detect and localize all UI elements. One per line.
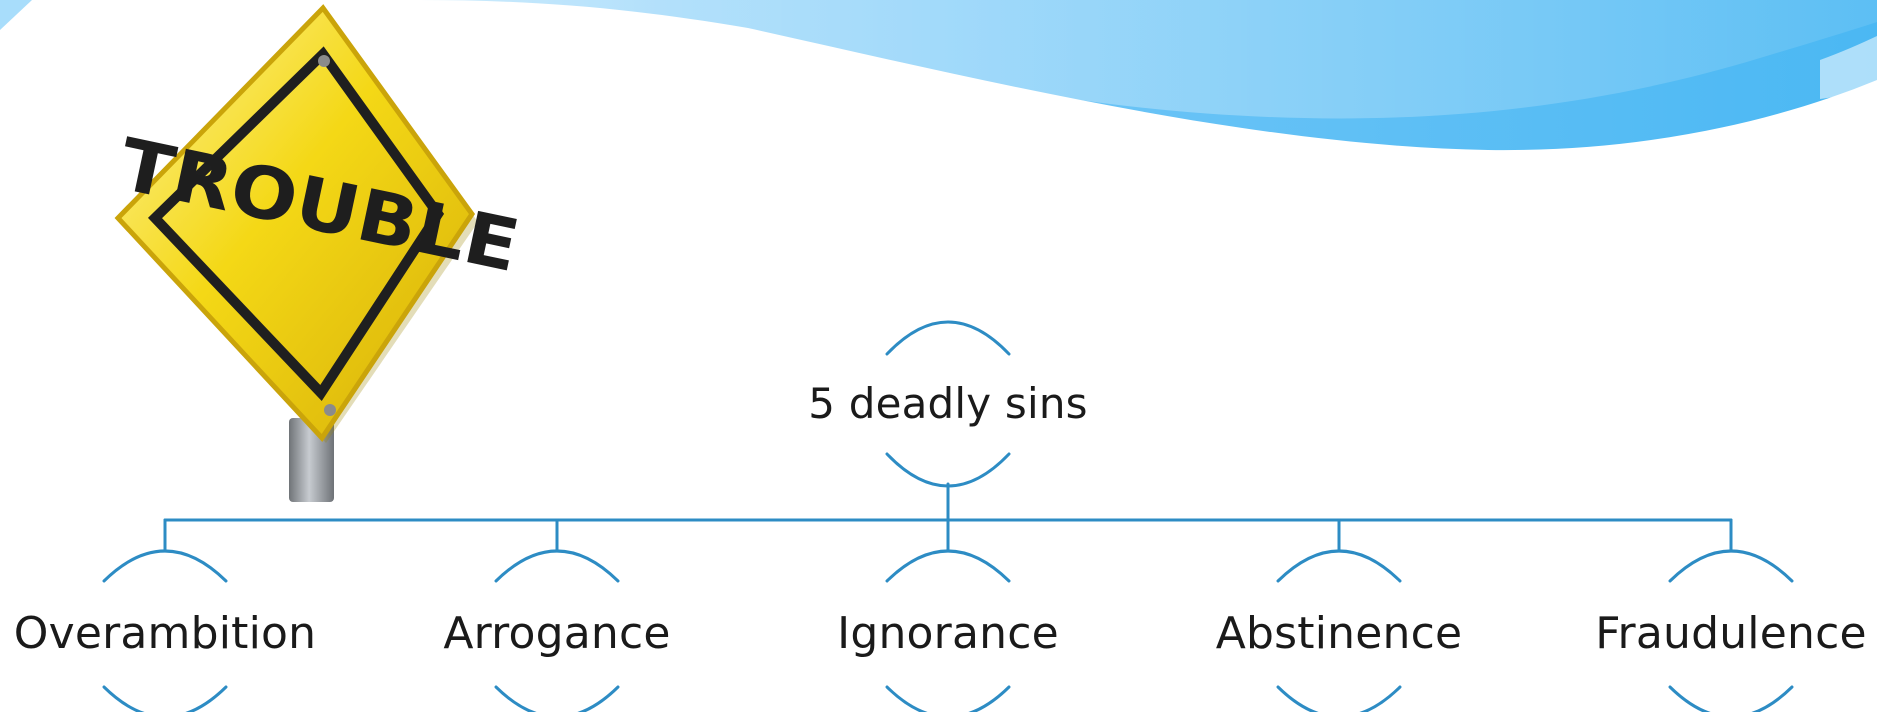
abstinence-bottom-arc (1276, 685, 1402, 712)
abstinence-top-arc (1276, 549, 1402, 583)
overambition-bottom-arc (102, 685, 228, 712)
ignorance-bottom-arc (885, 685, 1011, 712)
sign-inner-border (147, 46, 445, 402)
diagram-node-arcs (102, 320, 1794, 712)
warning-sign-icon (114, 4, 476, 443)
diagram-node-ignorance: Ignorance (837, 608, 1059, 659)
fraudulence-top-arc (1668, 549, 1794, 583)
trouble-sign: TROUBLE (112, 4, 526, 502)
arrogance-bottom-arc (494, 685, 620, 712)
diagram-connectors (163, 482, 1733, 553)
top-wave-right-edge (1820, 36, 1877, 99)
sign-bolt-top (318, 55, 330, 67)
arrogance-top-arc (494, 549, 620, 583)
sign-bolt-bottom (324, 404, 336, 416)
overambition-top-arc (102, 549, 228, 583)
root-top-arc (885, 320, 1011, 356)
diagram-root-label: 5 deadly sins (808, 379, 1088, 428)
diagram-node-arrogance: Arrogance (443, 608, 671, 659)
diagram-node-overambition: Overambition (13, 608, 317, 659)
top-wave-left-strip (0, 0, 32, 30)
diagram-node-fraudulence: Fraudulence (1595, 608, 1867, 659)
ignorance-top-arc (885, 549, 1011, 583)
root-bottom-arc (885, 452, 1011, 488)
diagram-node-abstinence: Abstinence (1215, 608, 1463, 659)
hierarchy-diagram (102, 320, 1794, 712)
fraudulence-bottom-arc (1668, 685, 1794, 712)
top-wave-banner (0, 0, 1877, 151)
top-wave-highlight (420, 0, 1877, 119)
